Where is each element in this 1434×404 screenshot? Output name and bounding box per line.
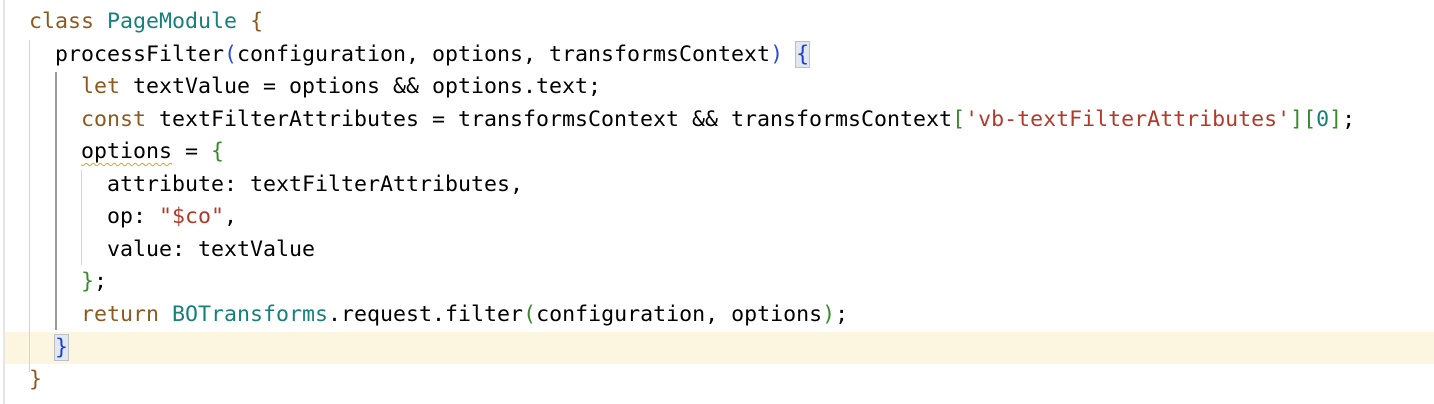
class-reference: BOTransforms [172,302,329,327]
indent-guide-method [55,72,57,330]
indent-guide-class [29,40,30,372]
open-paren: ( [224,42,238,67]
comma: , [224,204,238,229]
close-paren: ) [822,302,836,327]
close-brace: } [81,269,95,294]
close-paren: ) [770,42,784,67]
class-name: PageModule [107,9,238,34]
call-args: configuration, options [536,302,823,327]
assign-op: = [172,139,212,164]
string-literal: 'vb-textFilterAttributes' [965,107,1291,132]
code-line-8[interactable]: value: textValue [107,234,315,266]
keyword-let: let [81,74,121,99]
space [159,302,172,327]
class-close-brace: } [29,367,43,392]
property-op: op: [107,204,160,229]
gutter-border [3,0,5,404]
member-access: .request.filter [328,302,524,327]
string-literal: "$co" [159,204,225,229]
code-line-3[interactable]: let textValue = options && options.text; [81,71,601,103]
method-name: processFilter [55,42,225,67]
matched-open-brace: { [795,41,811,68]
code-line-2[interactable]: processFilter(configuration, options, tr… [55,39,811,71]
code-line-1[interactable]: class PageModule { [29,6,263,38]
keyword-const: const [81,107,147,132]
close-bracket: ] [1290,107,1304,132]
semicolon: ; [1342,107,1356,132]
space [783,42,796,67]
code-line-5[interactable]: options = { [81,136,224,168]
code-line-4[interactable]: const textFilterAttributes = transformsC… [81,104,1355,136]
method-params: configuration, options, transformsContex… [237,42,771,67]
open-bracket: [ [952,107,966,132]
open-bracket: [ [1303,107,1317,132]
open-paren: ( [523,302,537,327]
current-line-highlight [5,332,1434,364]
space [237,9,250,34]
statement-text: textFilterAttributes = transformsContext… [146,107,953,132]
code-line-7[interactable]: op: "$co", [107,201,237,233]
property-value: value: textValue [107,237,316,262]
statement-text: textValue = options && options.text; [120,74,602,99]
open-brace: { [250,9,264,34]
property-attribute: attribute: textFilterAttributes, [107,172,524,197]
semicolon: ; [94,269,108,294]
close-bracket: ] [1329,107,1343,132]
keyword-class: class [29,9,95,34]
indent-guide-object [81,170,82,265]
code-line-9[interactable]: }; [81,266,107,298]
semicolon: ; [835,302,849,327]
code-line-11[interactable]: } [53,332,70,364]
code-line-12[interactable]: } [29,364,42,396]
code-line-10[interactable]: return BOTransforms.request.filter(confi… [81,299,848,331]
number-literal: 0 [1316,107,1330,132]
matched-close-brace: } [53,334,70,361]
warning-reassigned-param[interactable]: options [81,139,173,164]
code-line-6[interactable]: attribute: textFilterAttributes, [107,169,523,201]
space [94,9,107,34]
open-brace: { [211,139,225,164]
keyword-return: return [81,302,160,327]
